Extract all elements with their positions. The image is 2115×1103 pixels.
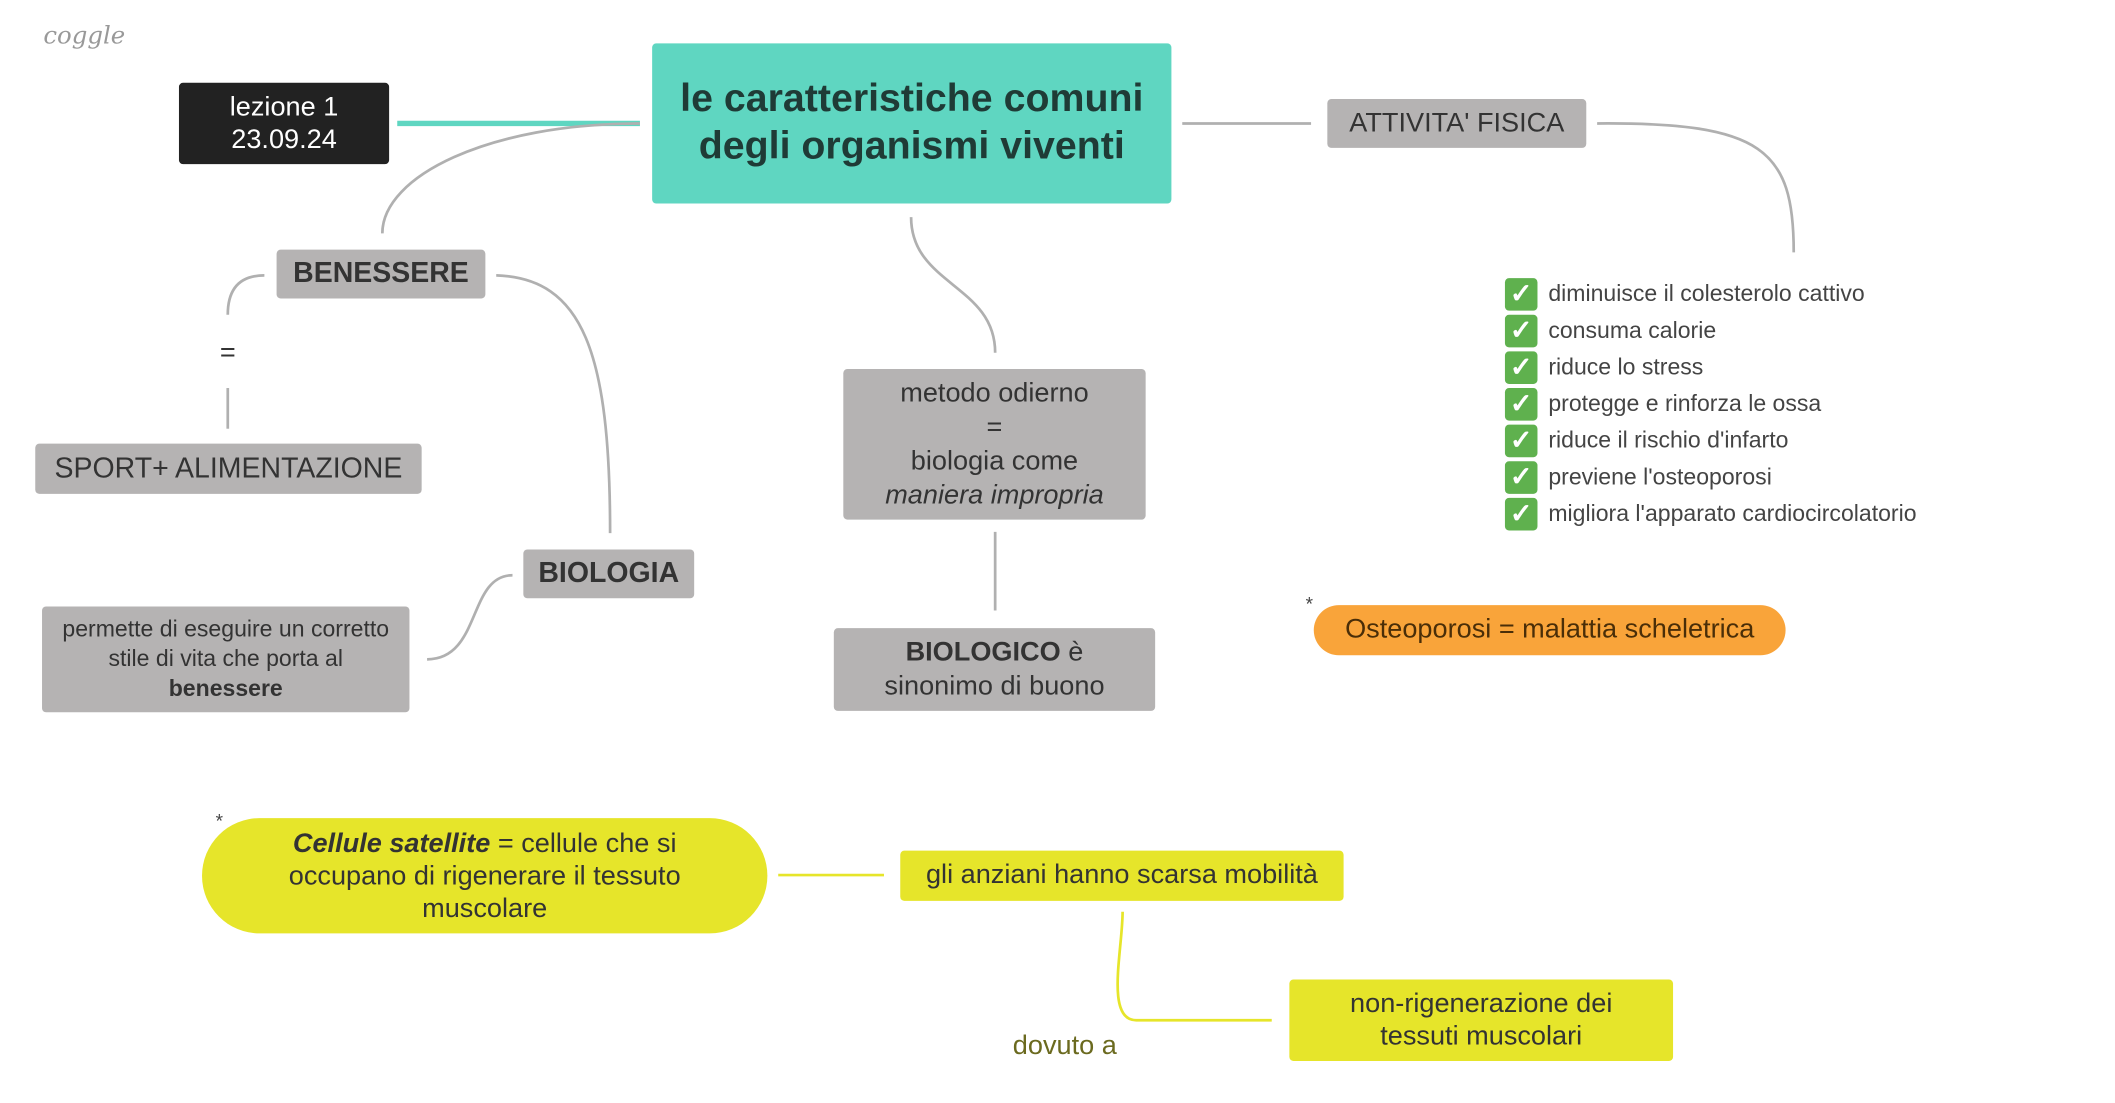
checkmark-icon: ✓ [1504, 314, 1538, 347]
checklist-item-label: riduce il rischio d'infarto [1548, 426, 1789, 453]
nonrigenerazione-node[interactable]: non-rigenerazione dei tessuti muscolari [1289, 979, 1674, 1061]
benessere-node[interactable]: BENESSERE [276, 249, 486, 299]
biologico-line1: BIOLOGICO è [906, 636, 1084, 670]
metodo-line2: = [986, 411, 1003, 442]
sport-node[interactable]: SPORT+ ALIMENTAZIONE [35, 443, 422, 494]
sport-label: SPORT+ ALIMENTAZIONE [54, 452, 403, 484]
benessere-label: BENESSERE [293, 257, 469, 289]
cellule-star: * [215, 809, 223, 832]
checklist-item-label: diminuisce il colesterolo cattivo [1548, 280, 1865, 306]
checkmark-icon: ✓ [1504, 387, 1538, 420]
permette-body: permette di eseguire un corretto stile d… [62, 615, 390, 672]
osteoporosi-label: Osteoporosi = malattia scheletrica [1345, 614, 1755, 645]
biologico-line2: sinonimo di buono [884, 670, 1105, 701]
checkmark-icon: ✓ [1504, 497, 1538, 530]
metodo-line1: metodo odierno [900, 377, 1089, 408]
lezione-date: 23.09.24 [231, 124, 337, 155]
anziani-node[interactable]: gli anziani hanno scarsa mobilità [900, 850, 1344, 901]
cellule-bold: Cellule satellite [292, 828, 491, 859]
checklist-item-label: previene l'osteoporosi [1548, 463, 1772, 490]
metodo-node[interactable]: metodo odierno = biologia come maniera i… [843, 369, 1146, 520]
checklist-item-label: migliora l'apparato cardiocircolatorio [1548, 499, 1917, 526]
cellule-rest: = cellule che si occupano di rigenerare … [288, 828, 681, 924]
permette-bold: benessere [168, 675, 283, 702]
central-title: le caratteristiche comuni degli organism… [680, 77, 1144, 169]
anziani-label: gli anziani hanno scarsa mobilità [925, 860, 1318, 890]
biologico-bold: BIOLOGICO [905, 636, 1061, 667]
central-node[interactable]: le caratteristiche comuni degli organism… [652, 43, 1172, 204]
cellule-node[interactable]: Cellule satellite = cellule che si occup… [202, 818, 768, 934]
checklist-item: ✓ consuma calorie [1504, 312, 1917, 349]
checklist-item: ✓ previene l'osteoporosi [1504, 459, 1917, 496]
checklist: ✓ diminuisce il colesterolo cattivo ✓ consu… [1504, 275, 1917, 532]
biologia-label: BIOLOGIA [538, 557, 680, 589]
checklist-item: ✓ diminuisce il colesterolo cattivo [1504, 275, 1917, 312]
attivita-label: ATTIVITA' FISICA [1349, 107, 1565, 138]
checklist-item: ✓ protegge e rinforza le ossa [1504, 385, 1917, 422]
checkmark-icon: ✓ [1504, 277, 1538, 311]
equals-label: = [203, 336, 252, 369]
permette-text: permette di eseguire un corretto stile d… [58, 615, 393, 705]
coggle-logo: coggle [43, 21, 126, 51]
checklist-item: ✓ riduce lo stress [1504, 349, 1917, 386]
checkmark-icon: ✓ [1504, 460, 1538, 494]
metodo-italic: maniera impropria [885, 479, 1104, 510]
permette-node[interactable]: permette di eseguire un corretto stile d… [42, 606, 410, 713]
osteoporosi-star: * [1305, 592, 1314, 615]
lezione-node[interactable]: lezione 1 23.09.24 [178, 82, 390, 165]
osteoporosi-node[interactable]: Osteoporosi = malattia scheletrica [1313, 605, 1786, 656]
equals-text: = [219, 337, 236, 367]
lezione-label: lezione 1 [229, 92, 339, 123]
dovuto-label: dovuto a [1012, 1031, 1117, 1061]
biologico-node[interactable]: BIOLOGICO è sinonimo di buono [833, 628, 1156, 711]
metodo-line3: biologia come [910, 445, 1079, 476]
checkmark-icon: ✓ [1504, 423, 1538, 457]
checkmark-icon: ✓ [1504, 350, 1538, 384]
checklist-item-label: riduce lo stress [1548, 353, 1704, 380]
checklist-item-label: protegge e rinforza le ossa [1548, 390, 1822, 416]
checklist-item: ✓ migliora l'apparato cardiocircolatorio [1504, 495, 1917, 532]
nonrigenerazione-label: non-rigenerazione dei tessuti muscolari [1350, 989, 1613, 1052]
biologia-node[interactable]: BIOLOGIA [523, 549, 695, 599]
attivita-node[interactable]: ATTIVITA' FISICA [1327, 99, 1587, 148]
biologico-rest: è [1060, 636, 1084, 667]
cellule-text: Cellule satellite = cellule che si occup… [263, 827, 706, 925]
checklist-item: ✓ riduce il rischio d'infarto [1504, 422, 1917, 459]
checklist-item-label: consuma calorie [1548, 316, 1717, 343]
